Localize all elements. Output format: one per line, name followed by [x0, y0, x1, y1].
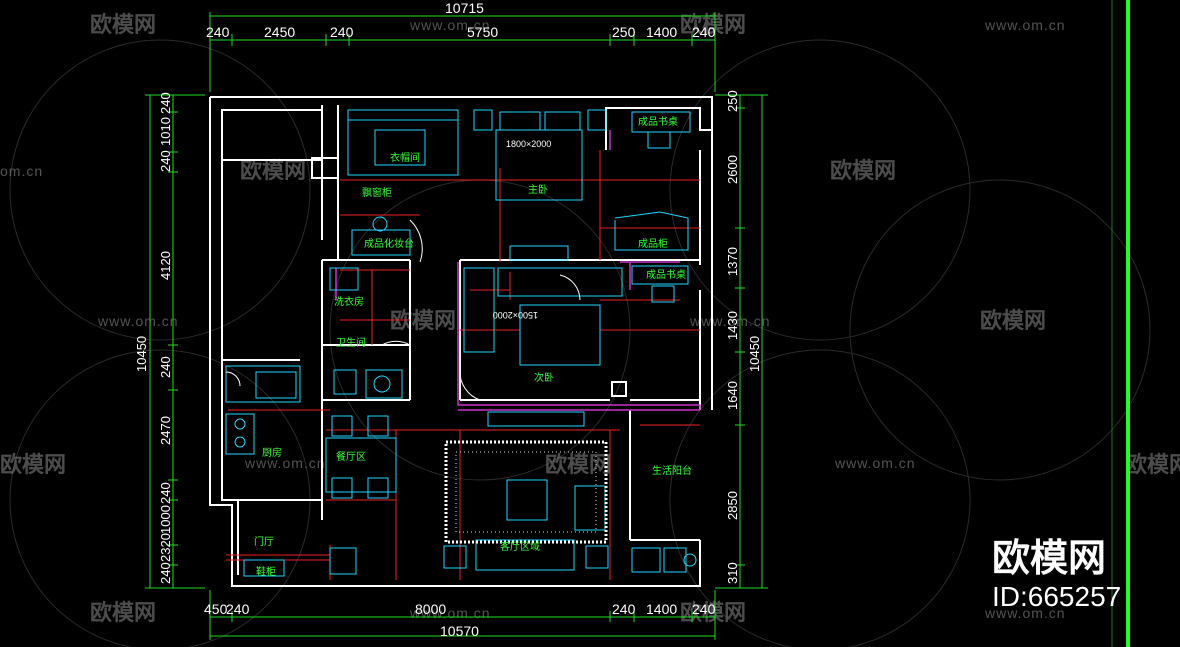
- furniture: [225, 109, 697, 577]
- dim-top-total: 10715: [445, 0, 484, 16]
- watermark-brand-4: 欧模网: [830, 158, 896, 184]
- label-desk-right: 成品书桌: [646, 268, 686, 281]
- right-boundary-lines: [1111, 0, 1130, 647]
- label-master-bed-size: 1800×2000: [506, 139, 551, 149]
- label-bathroom: 卫生间: [336, 336, 366, 349]
- watermark-brand-8: 欧模网: [545, 452, 611, 478]
- watermark-site-6: www.om.cn: [244, 455, 326, 471]
- label-foyer: 门厅: [254, 535, 274, 548]
- watermark-layer: 欧模网 欧模网 欧模网 欧模网 欧模网 欧模网 欧模网 欧模网 欧模网 欧模网 …: [0, 12, 1180, 647]
- watermark-site-7: www.om.cn: [834, 455, 916, 471]
- watermark-brand-10: 欧模网: [90, 600, 156, 626]
- watermark-brand-3: 欧模网: [240, 158, 306, 184]
- dimension-lines: [145, 12, 768, 640]
- label-bay-window: 飘窗柜: [362, 186, 392, 199]
- watermark-brand-5: 欧模网: [390, 308, 456, 334]
- label-closet: 衣帽间: [390, 151, 420, 164]
- second-bed: [519, 304, 601, 366]
- brand-block: 欧模网 ID:665257: [992, 536, 1121, 612]
- label-finished-cabinet: 成品柜: [638, 237, 668, 250]
- dim-bottom-1: 450: [204, 601, 228, 617]
- label-shoe-cabinet: 鞋柜: [256, 565, 276, 578]
- dim-bottom-4: 240: [612, 601, 636, 617]
- watermark-site-4: www.om.cn: [97, 313, 179, 329]
- watermark-site-9: www.om.cn: [984, 605, 1066, 621]
- label-living: 客厅区域: [500, 540, 540, 553]
- label-balcony: 生活阳台: [652, 464, 692, 477]
- dim-top-1: 240: [206, 24, 230, 40]
- label-desk-top: 成品书桌: [638, 115, 678, 128]
- watermark-site-2: www.om.cn: [984, 17, 1066, 33]
- dim-left-6: 2470: [158, 416, 173, 445]
- partition-lines: [335, 130, 701, 411]
- watermark-brand-9: 欧模网: [1125, 452, 1180, 478]
- dim-top-7: 240: [692, 24, 716, 40]
- watermark-site-1: www.om.cn: [409, 17, 491, 33]
- dimension-texts: 10715 240 2450 240 5750 250 1400 240 450…: [134, 0, 762, 639]
- dim-bottom-6: 240: [692, 601, 716, 617]
- dim-top-5: 250: [612, 24, 636, 40]
- dim-left-2: 1010: [158, 117, 173, 146]
- brand-title: 欧模网: [992, 536, 1106, 580]
- watermark-brand-11: 欧模网: [680, 600, 746, 626]
- label-dining: 餐厅区: [336, 450, 366, 463]
- dim-left-8: 1000: [158, 505, 173, 534]
- dim-right-5: 1640: [725, 381, 740, 410]
- dim-bottom-5: 1400: [646, 601, 677, 617]
- wiring-lines: [226, 150, 700, 580]
- watermark-brand-1: 欧模网: [90, 12, 156, 38]
- dim-right-4: 1430: [725, 311, 740, 340]
- label-second-bedroom: 次卧: [534, 371, 554, 384]
- living-rug: [444, 440, 608, 544]
- dim-top-4: 5750: [467, 24, 498, 40]
- dim-bottom-2: 240: [226, 601, 250, 617]
- watermark-brand-7: 欧模网: [0, 452, 66, 478]
- brand-id: ID:665257: [992, 581, 1121, 612]
- dim-left-7: 240: [158, 482, 173, 504]
- dim-left-5: 240: [158, 356, 173, 378]
- watermark-site-3: om.cn: [0, 163, 43, 179]
- dim-bottom-3: 8000: [415, 601, 446, 617]
- dim-right-1: 250: [725, 90, 740, 112]
- door-swings: [225, 219, 581, 401]
- label-master-bedroom: 主卧: [528, 183, 548, 196]
- dim-right-total: 10450: [747, 336, 762, 372]
- room-labels: 衣帽间 1800×2000 主卧 成品书桌 飘窗柜 成品化妆台 成品柜 洗衣房 …: [254, 115, 692, 578]
- dim-bottom-total: 10570: [440, 623, 479, 639]
- watermark-site-5: www.om.cn: [689, 313, 771, 329]
- dim-right-2: 2600: [725, 155, 740, 184]
- dim-top-6: 1400: [646, 24, 677, 40]
- dim-right-3: 1370: [725, 247, 740, 276]
- dim-right-6: 2850: [725, 491, 740, 520]
- dim-left-1: 240: [158, 92, 173, 114]
- label-laundry: 洗衣房: [334, 295, 364, 308]
- label-kitchen: 厨房: [262, 446, 282, 459]
- label-dresser: 成品化妆台: [364, 237, 414, 250]
- dim-top-2: 2450: [264, 24, 295, 40]
- dim-top-3: 240: [330, 24, 354, 40]
- dim-left-total: 10450: [134, 336, 149, 372]
- dim-right-7: 310: [725, 562, 740, 584]
- watermark-brand-6: 欧模网: [980, 308, 1046, 334]
- dim-left-9: 2320: [158, 533, 173, 562]
- label-second-bed-size: 1500×2000: [493, 310, 538, 320]
- watermark-circles: [9, 39, 1151, 647]
- dim-left-4: 4120: [158, 251, 173, 280]
- dim-left-3: 240: [158, 150, 173, 172]
- dim-left-10: 240: [158, 562, 173, 584]
